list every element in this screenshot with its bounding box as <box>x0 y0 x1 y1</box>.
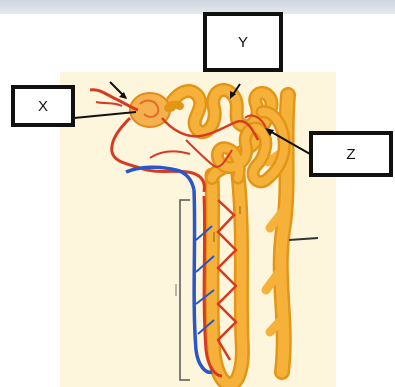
vasa-recta-vein <box>126 167 214 372</box>
label-y: Y <box>203 12 283 72</box>
label-z: Z <box>309 131 393 177</box>
label-y-text: Y <box>238 34 248 51</box>
loop-of-henle <box>212 175 243 384</box>
loop-bracket <box>176 200 190 380</box>
label-x-text: X <box>38 98 48 115</box>
distal-convoluted-tubule <box>217 112 284 182</box>
label-z-text: Z <box>346 146 355 163</box>
label-x: X <box>11 85 75 127</box>
